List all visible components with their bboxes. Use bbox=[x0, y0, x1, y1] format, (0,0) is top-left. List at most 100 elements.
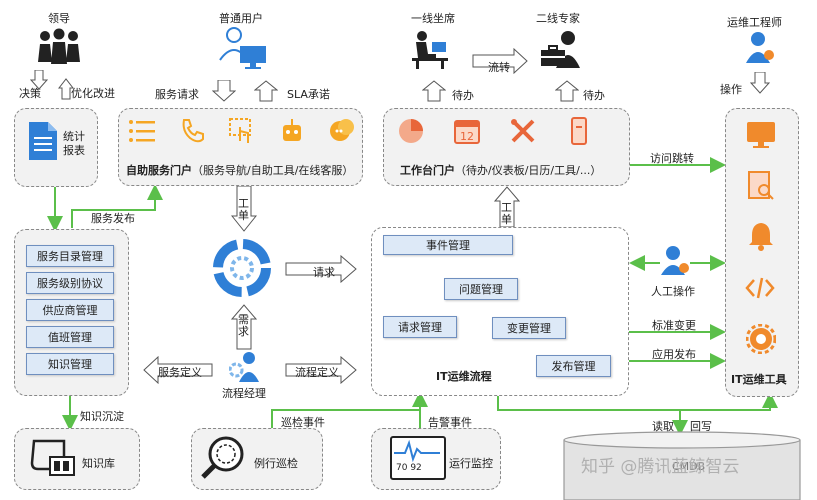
mgmt-item-sla[interactable]: 服务级别协议 bbox=[26, 272, 114, 294]
label-process-define: 流程定义 bbox=[295, 366, 339, 379]
it-tools-title: IT运维工具 bbox=[731, 373, 787, 386]
desk-agent-icon bbox=[412, 31, 448, 69]
label-todo1: 待办 bbox=[452, 89, 474, 102]
process-event-management[interactable]: 事件管理 bbox=[383, 235, 513, 255]
list-icon bbox=[129, 120, 155, 142]
arrow-right-request-icon bbox=[285, 255, 357, 283]
line-cmdb-read bbox=[497, 395, 688, 436]
self-service-subtitle: （服务导航/自助工具/在线客服） bbox=[192, 164, 354, 177]
label-service-publish: 服务发布 bbox=[91, 212, 135, 225]
process-release-management[interactable]: 发布管理 bbox=[536, 355, 611, 377]
mgmt-item-duty[interactable]: 值班管理 bbox=[26, 326, 114, 348]
line-mgmt-to-portal bbox=[71, 184, 163, 228]
heartbeat-icon bbox=[394, 439, 440, 463]
label-transfer: 流转 bbox=[488, 61, 510, 74]
process-request-management[interactable]: 请求管理 bbox=[383, 316, 457, 338]
monitor-screen-icon bbox=[747, 122, 775, 148]
label-decision: 决策 bbox=[19, 87, 41, 100]
scroll-book-icon bbox=[30, 439, 75, 476]
role-agent1: 一线坐席 bbox=[411, 12, 455, 25]
monitoring-label: 运行监控 bbox=[449, 457, 493, 470]
label-service-request: 服务请求 bbox=[155, 88, 199, 101]
pie-chart-icon bbox=[399, 119, 423, 143]
label-write-back: 回写 bbox=[690, 420, 712, 433]
workbench-title: 工作台门户 bbox=[400, 164, 455, 177]
label-work-order-1: 工 单 bbox=[238, 197, 249, 222]
tools-icon bbox=[511, 119, 535, 143]
label-std-change: 标准变更 bbox=[652, 319, 696, 332]
watermark: 知乎 @腾讯蓝鲸智云 bbox=[581, 457, 740, 477]
role-leader: 领导 bbox=[48, 12, 70, 25]
expert-toolbox-icon bbox=[541, 31, 580, 68]
workbench-icon-row: 12 bbox=[396, 116, 621, 150]
magnifier-icon bbox=[201, 436, 244, 479]
label-work-order-2: 工 单 bbox=[501, 201, 512, 226]
arrow-down-decision-icon bbox=[30, 70, 48, 90]
mgmt-item-service-catalog[interactable]: 服务目录管理 bbox=[26, 245, 114, 267]
arrow-right-process-define-icon bbox=[285, 356, 357, 384]
label-request-arrow: 请求 bbox=[313, 266, 335, 279]
manual-op-person-icon bbox=[661, 246, 689, 275]
mobile-icon bbox=[571, 117, 587, 145]
arrow-down-workorder-icon bbox=[231, 186, 257, 232]
role-user: 普通用户 bbox=[219, 12, 263, 25]
arrow-up-workorder-icon bbox=[494, 186, 520, 228]
mgmt-item-supplier[interactable]: 供应商管理 bbox=[26, 299, 114, 321]
phone-icon bbox=[182, 119, 204, 143]
self-service-portal bbox=[118, 108, 363, 186]
touch-icon bbox=[229, 118, 251, 143]
search-doc-icon bbox=[748, 171, 774, 200]
process-problem-management[interactable]: 问题管理 bbox=[444, 278, 518, 300]
document-icon bbox=[29, 122, 57, 160]
process-owner-icon bbox=[229, 352, 259, 382]
arrow-up-todo2-icon bbox=[555, 80, 579, 102]
label-demand: 需 求 bbox=[238, 313, 249, 338]
label-manual-op: 人工操作 bbox=[651, 285, 695, 298]
robot-icon bbox=[283, 119, 301, 141]
self-service-icon-row bbox=[128, 117, 358, 149]
label-visit-jump: 访问跳转 bbox=[650, 152, 694, 165]
ops-engineer-icon bbox=[746, 32, 774, 63]
line-cmdb-writeback bbox=[680, 392, 778, 411]
process-cycle-icon bbox=[213, 239, 271, 297]
role-agent2: 二线专家 bbox=[536, 12, 580, 25]
label-operate: 操作 bbox=[720, 83, 742, 96]
label-service-define: 服务定义 bbox=[158, 366, 202, 379]
process-owner-label: 流程经理 bbox=[222, 387, 266, 400]
knowledge-base-label: 知识库 bbox=[82, 457, 115, 470]
label-knowledge-settle: 知识沉淀 bbox=[80, 410, 124, 423]
label-app-publish: 应用发布 bbox=[652, 348, 696, 361]
line-inspect-up bbox=[271, 409, 420, 428]
workbench-subtitle: （待办/仪表板/日历/工具/...） bbox=[455, 164, 602, 177]
cmdb-database-icon bbox=[563, 431, 801, 500]
mgmt-item-knowledge[interactable]: 知识管理 bbox=[26, 353, 114, 375]
label-sla: SLA承诺 bbox=[287, 88, 330, 101]
label-todo2: 待办 bbox=[583, 89, 605, 102]
knowledge-base-box bbox=[14, 428, 140, 490]
code-icon bbox=[745, 277, 775, 299]
workbench-caption: 工作台门户（待办/仪表板/日历/工具/...） bbox=[400, 162, 601, 178]
arrow-transfer-icon bbox=[472, 48, 528, 74]
stats-report-label: 统计 报表 bbox=[63, 130, 85, 157]
calendar-icon: 12 bbox=[454, 120, 480, 144]
arrow-up-demand-icon bbox=[231, 304, 257, 350]
self-service-title: 自助服务门户 bbox=[126, 164, 192, 177]
arrow-up-todo1-icon bbox=[422, 80, 446, 102]
arrow-up-sla-icon bbox=[254, 80, 278, 102]
workbench-portal bbox=[383, 108, 630, 186]
arrow-down-request-icon bbox=[212, 80, 236, 102]
arrow-down-operate-icon bbox=[750, 72, 770, 94]
role-ops-engineer: 运维工程师 bbox=[727, 16, 782, 29]
svg-text:12: 12 bbox=[460, 130, 474, 143]
it-process-title: IT运维流程 bbox=[436, 370, 492, 383]
leader-group-icon bbox=[38, 28, 80, 64]
inspection-label: 例行巡检 bbox=[254, 457, 298, 470]
label-alert-event: 告警事件 bbox=[428, 416, 472, 429]
label-read: 读取 bbox=[652, 420, 674, 433]
arrow-left-service-define-icon bbox=[143, 356, 213, 384]
self-service-caption: 自助服务门户（服务导航/自助工具/在线客服） bbox=[126, 162, 353, 178]
label-inspect-event: 巡检事件 bbox=[281, 416, 325, 429]
label-improve: 优化改进 bbox=[71, 87, 115, 100]
it-process-panel bbox=[371, 227, 629, 396]
process-change-management[interactable]: 变更管理 bbox=[492, 317, 566, 339]
